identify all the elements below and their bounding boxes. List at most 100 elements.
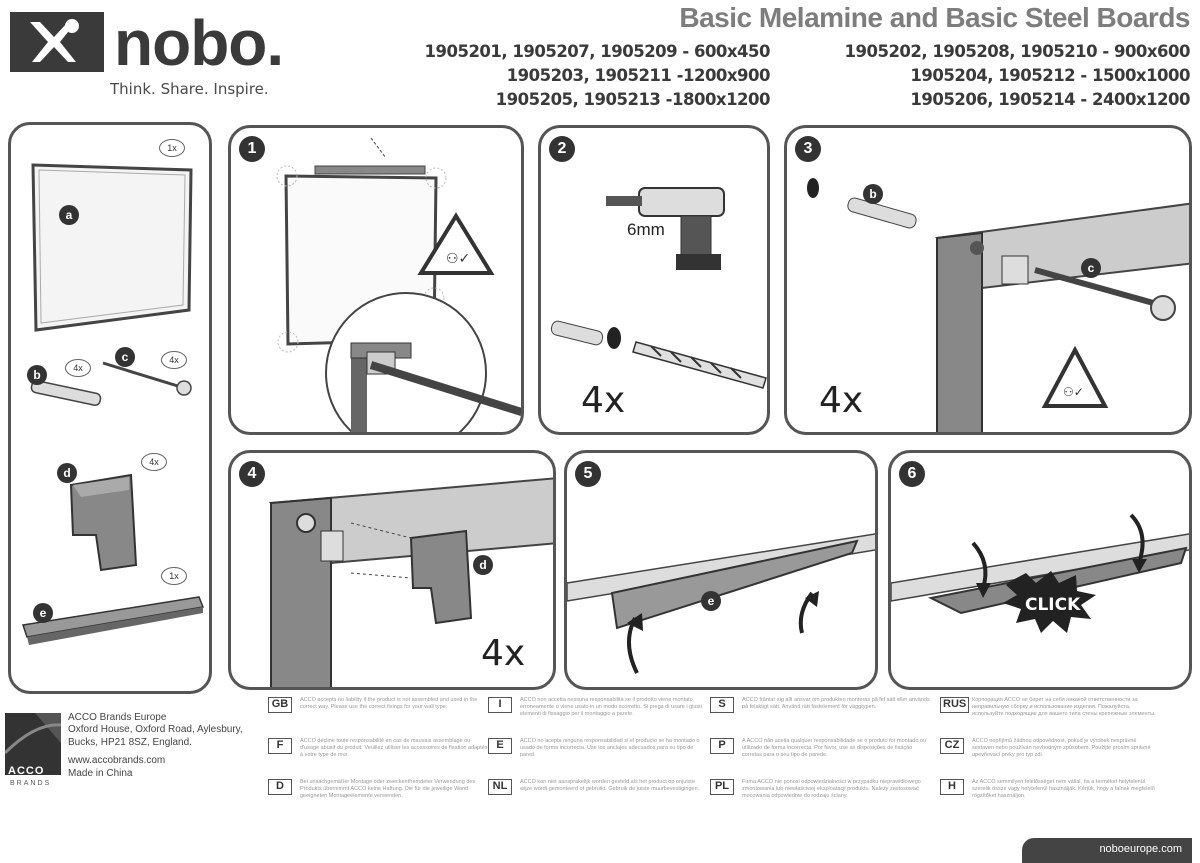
acco-logo-text: ACCO <box>8 765 45 777</box>
brand-tagline: Think. Share. Inspire. <box>110 80 269 98</box>
brand-name: nobo. <box>114 7 284 79</box>
lang-code: CZ <box>940 738 964 754</box>
acco-logo <box>5 713 61 775</box>
step-3-number: 3 <box>795 136 821 162</box>
lang-item-gb: GB ACCO accepts no liability if the prod… <box>268 697 490 735</box>
step-4-panel: 4 d 4x <box>228 450 556 690</box>
part-qty-c: 4x <box>161 351 187 369</box>
lang-code: H <box>940 779 964 795</box>
lang-text: ACCO no acepta ninguna responsabilidad s… <box>520 738 700 758</box>
step-2-panel: 2 6mm 4x <box>538 125 770 435</box>
part-qty-a: 1x <box>159 139 185 157</box>
step-4-number: 4 <box>239 461 265 487</box>
part-label-c: c <box>115 347 135 367</box>
lang-column-2: I ACCO non accetta nessuna responsabilit… <box>488 697 710 820</box>
step-3-panel: ⚇✓ 3 b c 4x <box>784 125 1192 435</box>
lang-code: F <box>268 738 292 754</box>
step-3-illustration: ⚇✓ <box>807 178 1189 432</box>
model-line: 1905206, 1905214 - 2400x1200 <box>910 90 1190 109</box>
lang-item-i: I ACCO non accetta nessuna responsabilit… <box>488 697 710 735</box>
lang-text: ACCO nepřijímá žádnou odpovědnost, pokud… <box>972 738 1151 758</box>
address-line: Bucks, HP21 8SZ, England. <box>68 736 192 748</box>
lang-text: Firma ACCO nie ponosi odpowiedzialności … <box>742 779 921 799</box>
lang-column-3: S ACCO fråntar sig allt ansvar om produk… <box>710 697 932 820</box>
part-qty-e: 1x <box>161 567 187 585</box>
step-2-qty: 4x <box>581 380 626 421</box>
drill-size: 6mm <box>627 220 665 239</box>
step-2-number: 2 <box>549 136 575 162</box>
part-label-b: b <box>27 365 47 385</box>
lang-code: GB <box>268 697 292 713</box>
lang-item-e: E ACCO no acepta ninguna responsabilidad… <box>488 738 710 776</box>
address-line: ACCO Brands Europe <box>68 712 167 723</box>
step-1-illustration: ⚇✓ <box>276 137 521 432</box>
step-3-qty: 4x <box>819 380 864 421</box>
lang-column-4: RUS Корпорация ACCO не берет на себя ник… <box>940 697 1162 820</box>
address-line: Made in China <box>68 767 133 779</box>
nobo-mark-icon <box>10 12 104 72</box>
lang-code: P <box>710 738 734 754</box>
step-2-illustration <box>550 187 767 389</box>
lang-text: ACCO décline toute responsabilité en cas… <box>300 738 488 758</box>
part-qty-d: 4x <box>141 453 167 471</box>
page-title: Basic Melamine and Basic Steel Boards <box>679 2 1190 33</box>
lang-item-pl: PL Firma ACCO nie ponosi odpowiedzialnoś… <box>710 779 932 817</box>
step-4-qty: 4x <box>481 633 526 674</box>
svg-text:⚇✓: ⚇✓ <box>1063 385 1084 399</box>
step-5-illustration <box>567 533 875 674</box>
lang-text: Az ACCO semmilyen felelősséget nem válla… <box>972 779 1155 799</box>
models-left: 1905201, 1905207, 1905209 - 600x450 1905… <box>420 40 771 112</box>
part-qty-b: 4x <box>65 359 91 377</box>
lang-code: D <box>268 779 292 795</box>
models-right: 1905202, 1905208, 1905210 - 900x600 1905… <box>800 40 1191 112</box>
lang-item-s: S ACCO fråntar sig allt ansvar om produk… <box>710 697 932 735</box>
step-6-panel: 6 CLICK <box>888 450 1192 690</box>
step-4-label-d: d <box>473 555 493 575</box>
lang-text: ACCO accepts no liability if the product… <box>300 697 478 710</box>
part-label-e: e <box>33 603 53 623</box>
lang-text: Корпорация ACCO не берет на себя никакой… <box>972 697 1156 717</box>
svg-text:⚇✓: ⚇✓ <box>446 251 470 267</box>
step-6-illustration <box>891 513 1189 633</box>
lang-text: ACCO fråntar sig allt ansvar om produkte… <box>742 697 930 710</box>
lang-text: Bei unsachgemäßer Montage oder zweckentf… <box>300 779 476 799</box>
lang-item-f: F ACCO décline toute responsabilité en c… <box>268 738 490 776</box>
lang-item-p: P A ACCO não aceita qualquer responsabil… <box>710 738 932 776</box>
click-label: CLICK <box>1025 595 1081 615</box>
step-1-number: 1 <box>239 136 265 162</box>
step-3-label-b: b <box>863 184 883 204</box>
lang-code: NL <box>488 779 512 795</box>
step-1-panel: ⚇✓ 1 <box>228 125 524 435</box>
lang-item-d: D Bei unsachgemäßer Montage oder zwecken… <box>268 779 490 817</box>
part-label-d: d <box>57 463 77 483</box>
part-label-a: a <box>59 205 79 225</box>
lang-code: RUS <box>940 697 970 713</box>
step-5-panel: 5 e <box>564 450 878 690</box>
lang-text: ACCO kan niet aansprakelijk worden geste… <box>520 779 700 792</box>
step-5-number: 5 <box>575 461 601 487</box>
company-address: ACCO Brands Europe Oxford House, Oxford … <box>68 712 258 780</box>
address-line: Oxford House, Oxford Road, Aylesbury, <box>68 724 243 736</box>
lang-item-nl: NL ACCO kan niet aansprakelijk worden ge… <box>488 779 710 817</box>
lang-item-rus: RUS Корпорация ACCO не берет на себя ник… <box>940 697 1162 735</box>
acco-logo-sub: BRANDS <box>10 780 52 787</box>
lang-item-h: H Az ACCO semmilyen felelősséget nem vál… <box>940 779 1162 817</box>
lang-code: PL <box>710 779 734 795</box>
footer-url[interactable]: noboeurope.com <box>1022 838 1192 863</box>
step-3-label-c: c <box>1081 258 1101 278</box>
address-line: www.accobrands.com <box>68 755 166 767</box>
lang-code: E <box>488 738 512 754</box>
lang-item-cz: CZ ACCO nepřijímá žádnou odpovědnost, po… <box>940 738 1162 776</box>
nobo-logo: nobo. Think. Share. Inspire. <box>10 7 284 102</box>
lang-code: I <box>488 697 512 713</box>
model-line: 1905205, 1905213 -1800x1200 <box>495 90 771 109</box>
lang-column-1: GB ACCO accepts no liability if the prod… <box>268 697 490 820</box>
step-4-illustration <box>268 477 553 687</box>
lang-text: A ACCO não aceita qualquer responsabilid… <box>742 738 927 758</box>
model-line: 1905204, 1905212 - 1500x1000 <box>910 66 1190 85</box>
lang-text: ACCO non accetta nessuna responsabilità … <box>520 697 702 717</box>
step-5-label-e: e <box>701 591 721 611</box>
step-6-number: 6 <box>899 461 925 487</box>
model-line: 1905201, 1905207, 1905209 - 600x450 <box>424 42 771 61</box>
parts-panel: a 1x b 4x c 4x d 4x e 1x <box>8 122 212 694</box>
